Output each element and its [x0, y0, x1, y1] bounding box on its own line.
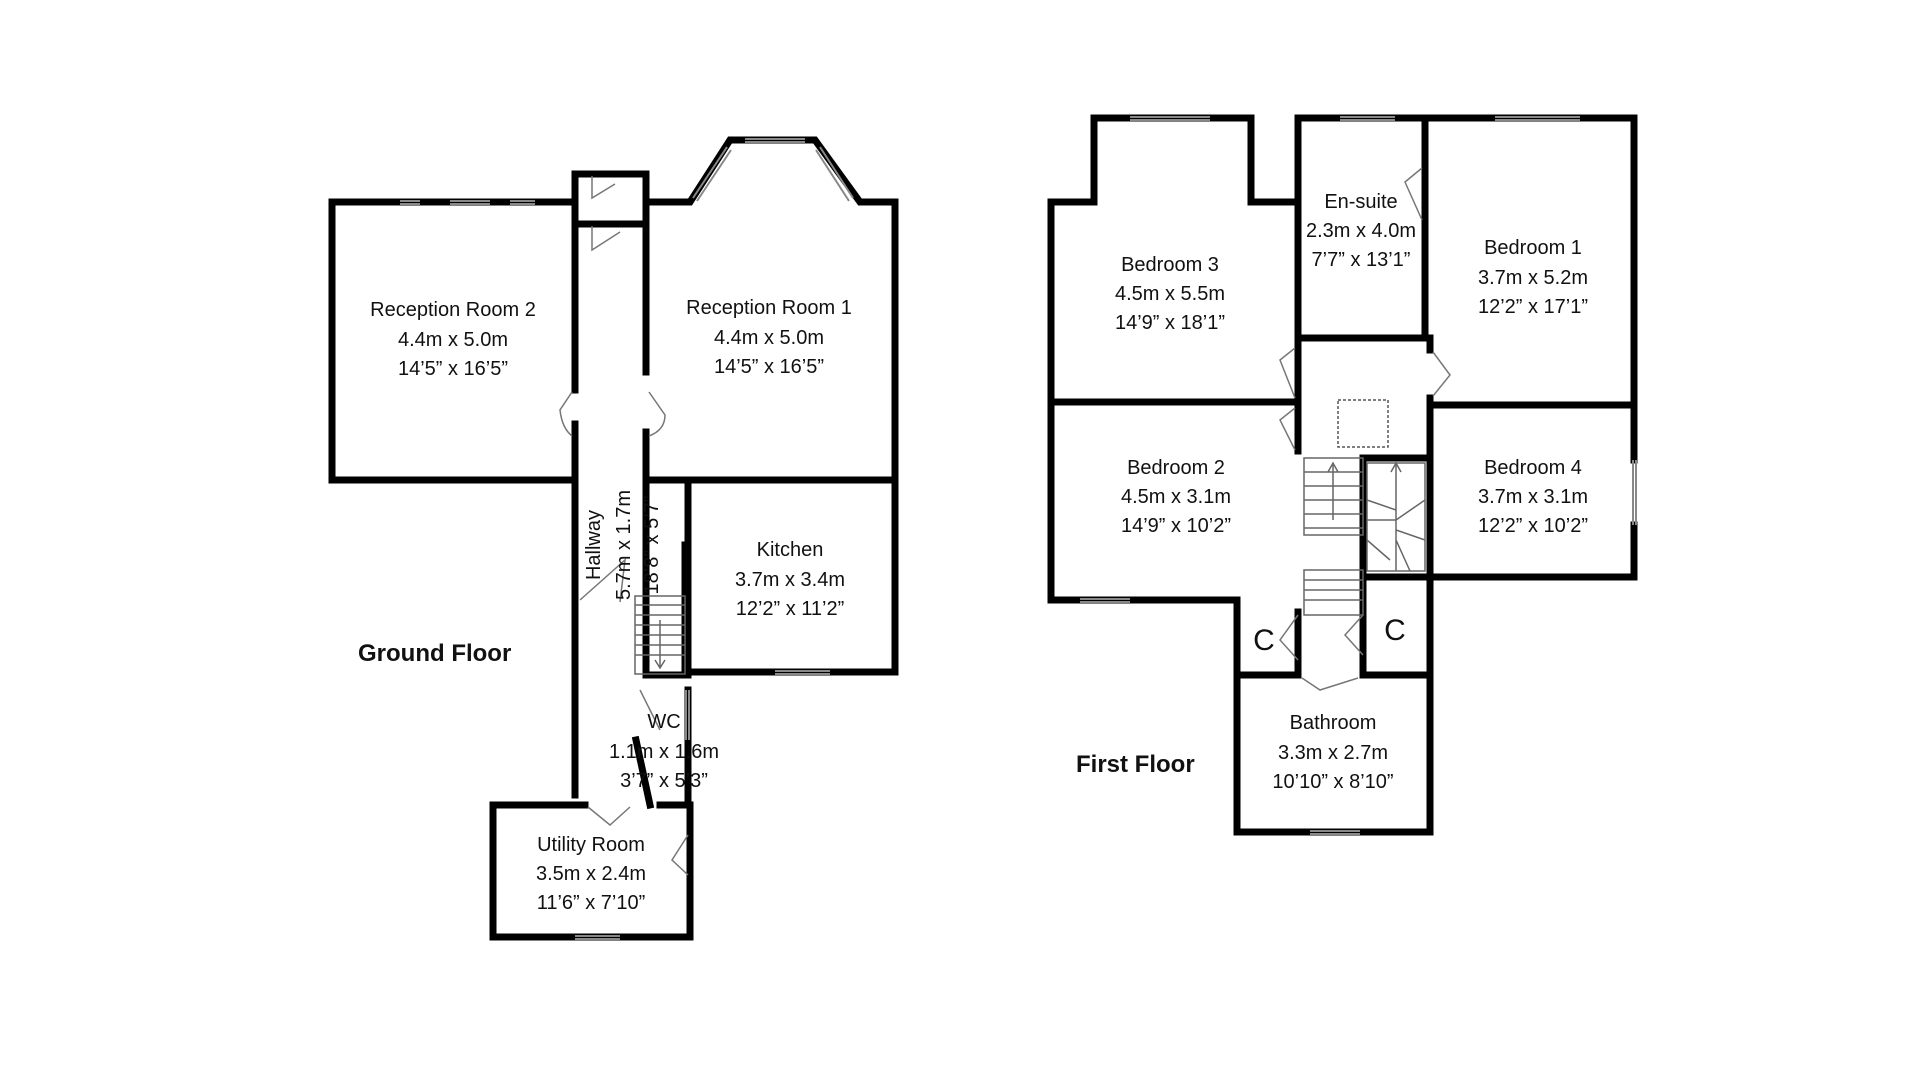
- door-reception-2: [559, 391, 573, 437]
- door-utility: [587, 806, 631, 826]
- room-label-bedroom-1: Bedroom 1: [1484, 237, 1582, 259]
- window-en-suite: [1340, 116, 1395, 121]
- wall-bedroom-2: [1047, 398, 1302, 616]
- room-size-metric-bedroom-1: 3.7m x 5.2m: [1478, 267, 1588, 289]
- door-porch: [591, 226, 621, 252]
- door-bedroom-1: [1432, 351, 1451, 397]
- door-utility-side: [671, 834, 689, 876]
- room-size-imperial-en-suite: 7’7” x 13’1”: [1312, 249, 1411, 271]
- door-bedroom-3: [1279, 347, 1296, 399]
- room-size-imperial-bathroom: 10’10” x 8’10”: [1272, 771, 1393, 793]
- window-bay: [692, 138, 854, 202]
- room-size-metric-utility: 3.5m x 2.4m: [536, 863, 646, 885]
- room-size-metric-bedroom-3: 4.5m x 5.5m: [1115, 283, 1225, 305]
- room-label-reception-1: Reception Room 1: [686, 297, 852, 319]
- room-size-metric-kitchen: 3.7m x 3.4m: [735, 569, 845, 591]
- door-bathroom: [1301, 677, 1359, 691]
- cupboard-label-1: C: [1253, 624, 1275, 657]
- room-size-imperial-bedroom-3: 14’9” x 18’1”: [1115, 312, 1225, 334]
- wall-bedroom-3: [1047, 114, 1302, 406]
- door-front: [591, 176, 616, 200]
- ground-stairs: [634, 595, 686, 675]
- door-bedroom-2: [1279, 407, 1296, 451]
- window-bedroom-1: [1495, 116, 1580, 121]
- room-label-utility: Utility Room: [537, 834, 645, 856]
- ground-floor-title: Ground Floor: [358, 640, 511, 667]
- room-label-bedroom-4: Bedroom 4: [1484, 457, 1582, 479]
- wall-bedroom-1: [1421, 114, 1638, 409]
- room-size-imperial-kitchen: 12’2” x 11’2”: [736, 598, 845, 620]
- room-size-imperial-wc: 3’7” x 5’3”: [620, 770, 708, 792]
- room-size-metric-wc: 1.1m x 1.6m: [609, 741, 719, 763]
- first-floor-title: First Floor: [1076, 751, 1195, 778]
- door-wc: [639, 689, 661, 731]
- door-hallway: [579, 558, 626, 603]
- loft-hatch: [1337, 399, 1389, 448]
- ground-floor-plan: Ground Floor Reception Room 2 4.4m x 5.0…: [328, 136, 899, 941]
- window-bedroom-2: [1080, 598, 1130, 603]
- window-kitchen: [775, 670, 830, 675]
- room-size-metric-hallway: 5.7m x 1.7m: [613, 490, 635, 600]
- room-size-metric-reception-1: 4.4m x 5.0m: [714, 327, 824, 349]
- first-floor-plan: First Floor Bedroom 3 4.5m x 5.5m 14’9” …: [1047, 114, 1638, 836]
- room-label-wc: WC: [647, 711, 680, 733]
- wall-bedroom-4: [1426, 401, 1638, 581]
- wall-reception-room-2: [328, 198, 579, 484]
- room-label-en-suite: En-suite: [1324, 191, 1397, 213]
- room-size-imperial-utility: 11’6” x 7’10”: [537, 892, 646, 914]
- door-en-suite: [1404, 167, 1423, 221]
- room-size-metric-en-suite: 2.3m x 4.0m: [1306, 220, 1416, 242]
- first-floor-stairs: [1303, 457, 1426, 616]
- window-bathroom: [1310, 830, 1360, 835]
- door-reception-1: [648, 391, 666, 437]
- room-size-imperial-hallway: 18’8” x 5’7”: [641, 496, 663, 595]
- room-size-imperial-bedroom-2: 14’9” x 10’2”: [1121, 515, 1231, 537]
- wall-reception-room-1: [642, 136, 899, 484]
- room-size-metric-bedroom-4: 3.7m x 3.1m: [1478, 486, 1588, 508]
- room-size-metric-bathroom: 3.3m x 2.7m: [1278, 742, 1388, 764]
- room-size-metric-reception-2: 4.4m x 5.0m: [398, 329, 508, 351]
- room-label-bedroom-2: Bedroom 2: [1127, 457, 1225, 479]
- door-cupboard-2: [1343, 614, 1364, 656]
- window-bedroom-4: [1632, 460, 1637, 525]
- room-label-bedroom-3: Bedroom 3: [1121, 254, 1219, 276]
- door-cupboard-1: [1279, 614, 1299, 661]
- window-wc: [685, 690, 690, 740]
- window-reception-2: [400, 200, 535, 205]
- room-label-kitchen: Kitchen: [757, 539, 824, 561]
- room-label-reception-2: Reception Room 2: [370, 299, 536, 321]
- room-size-imperial-bedroom-1: 12’2” x 17’1”: [1478, 296, 1588, 318]
- room-size-imperial-bedroom-4: 12’2” x 10’2”: [1478, 515, 1588, 537]
- cupboard-label-2: C: [1384, 614, 1406, 647]
- room-size-metric-bedroom-2: 4.5m x 3.1m: [1121, 486, 1231, 508]
- window-utility: [575, 935, 620, 940]
- window-bedroom-3: [1130, 116, 1210, 121]
- room-label-hallway: Hallway: [583, 510, 605, 580]
- room-size-imperial-reception-2: 14’5” x 16’5”: [398, 358, 508, 380]
- wall-cupboards: [1233, 608, 1302, 679]
- room-size-imperial-reception-1: 14’5” x 16’5”: [714, 356, 824, 378]
- room-label-bathroom: Bathroom: [1290, 712, 1377, 734]
- wall-hallway-west: [571, 170, 650, 799]
- hallway-label-group: Hallway 5.7m x 1.7m 18’8” x 5’7”: [583, 490, 663, 600]
